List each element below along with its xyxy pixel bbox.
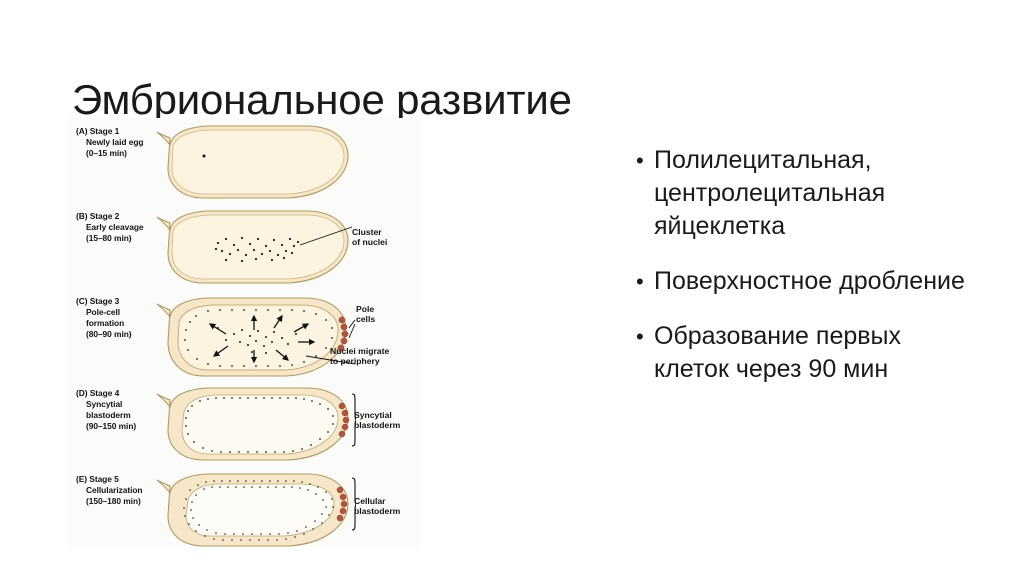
stage-5-label: (E) Stage 5 <box>76 474 119 484</box>
stage-3-name-line-2: formation <box>86 318 125 329</box>
annotation-line: Cellular <box>354 496 386 506</box>
stage-3-name-line-1: Pole-cell <box>86 307 120 318</box>
stage-3-label: (C) Stage 3 <box>76 296 120 306</box>
pole-cells <box>338 402 350 438</box>
stage-1-time: (0–15 min) <box>86 148 127 159</box>
bullet-list: • Полилецитальная, центролецитальная яйц… <box>636 144 966 386</box>
stage-2-caption: (B) Stage 2 Early cleavage (15–80 min) <box>76 211 174 244</box>
syncytial-nuclei-ring <box>185 397 334 453</box>
annotation-line: Pole <box>356 304 375 314</box>
stage-1-name: Newly laid egg <box>86 137 144 148</box>
cellular-nuclei-outer-ring <box>183 480 334 541</box>
annotation-line: Syncytial <box>354 410 392 420</box>
stage-4-name-line-1: Syncytial <box>86 399 123 410</box>
figure-stage-row-2: (B) Stage 2 Early cleavage (15–80 min) <box>68 205 420 289</box>
annotation-nuclei-migrate: Nuclei migrate to periphery <box>330 346 389 367</box>
nuclei-cluster-dots <box>214 236 300 263</box>
figure-stage-row-1: (A) Stage 1 Newly laid egg (0–15 min) <box>68 120 420 204</box>
stage-3-caption: (C) Stage 3 Pole-cell formation (80–90 m… <box>76 296 174 340</box>
migration-arrows <box>208 314 316 364</box>
central-nuclei-dots <box>217 327 297 354</box>
stage-1-label: (A) Stage 1 <box>76 126 120 136</box>
bullet-2-text: Поверхностное дробление <box>654 267 965 295</box>
cellular-nuclei-inner-ring <box>190 486 327 535</box>
list-item: • Поверхностное дробление <box>636 265 966 298</box>
annotation-line: blastoderm <box>354 506 401 517</box>
stage-3-time: (80–90 min) <box>86 329 132 340</box>
annotation-pole-cells: Pole cells <box>356 304 375 325</box>
stage-2-egg-diagram <box>156 205 356 289</box>
bullet-marker-icon: • <box>636 324 644 349</box>
annotation-line: cells <box>356 314 376 325</box>
annotation-line: Nuclei migrate <box>330 346 390 356</box>
stage-5-egg-diagram <box>156 468 357 552</box>
stage-4-label: (D) Stage 4 <box>76 388 120 398</box>
pole-cells <box>336 486 348 522</box>
stage-4-name-line-2: blastoderm <box>86 410 131 421</box>
figure-stage-row-4: (D) Stage 4 Syncytial blastoderm (90–150… <box>68 382 420 466</box>
figure-stage-row-3: (C) Stage 3 Pole-cell formation (80–90 m… <box>68 290 420 382</box>
annotation-cellular-blastoderm: Cellular blastoderm <box>354 496 400 517</box>
stage-5-caption: (E) Stage 5 Cellularization (150–180 min… <box>76 474 174 507</box>
stage-1-caption: (A) Stage 1 Newly laid egg (0–15 min) <box>76 126 174 159</box>
figure-stage-row-5: (E) Stage 5 Cellularization (150–180 min… <box>68 468 420 552</box>
peripheral-nuclei-dots <box>184 309 333 367</box>
stage-4-caption: (D) Stage 4 Syncytial blastoderm (90–150… <box>76 388 174 432</box>
bullet-3-text: Образование первых клеток через 90 мин <box>654 322 901 383</box>
stage-3-egg-diagram <box>156 290 356 382</box>
stage-5-name: Cellularization <box>86 485 143 496</box>
stage-2-label: (B) Stage 2 <box>76 211 120 221</box>
stage-1-egg-diagram <box>156 120 356 204</box>
stage-4-time: (90–150 min) <box>86 421 137 432</box>
stage-5-time: (150–180 min) <box>86 496 141 507</box>
stage-2-time: (15–80 min) <box>86 233 132 244</box>
pole-cells <box>337 316 349 352</box>
peripheral-cell-ring <box>177 304 339 371</box>
annotation-line: to periphery <box>330 356 380 367</box>
annotation-cluster-of-nuclei: Cluster of nuclei <box>352 227 387 248</box>
bullet-marker-icon: • <box>636 148 644 173</box>
bullet-marker-icon: • <box>636 269 644 294</box>
page-title: Эмбриональное развитие <box>72 76 572 124</box>
annotation-line: of nuclei <box>352 237 388 248</box>
stage-4-egg-diagram <box>156 382 357 466</box>
annotation-line: blastoderm <box>354 420 401 431</box>
list-item: • Полилецитальная, центролецитальная яйц… <box>636 144 966 243</box>
bullet-1-text: Полилецитальная, центролецитальная яйцек… <box>654 146 886 240</box>
annotation-syncytial-blastoderm: Syncytial blastoderm <box>354 410 400 431</box>
embryo-development-figure: (A) Stage 1 Newly laid egg (0–15 min) (B… <box>68 118 420 547</box>
stage-2-name: Early cleavage <box>86 222 144 233</box>
annotation-line: Cluster <box>352 227 382 237</box>
list-item: • Образование первых клеток через 90 мин <box>636 320 966 386</box>
